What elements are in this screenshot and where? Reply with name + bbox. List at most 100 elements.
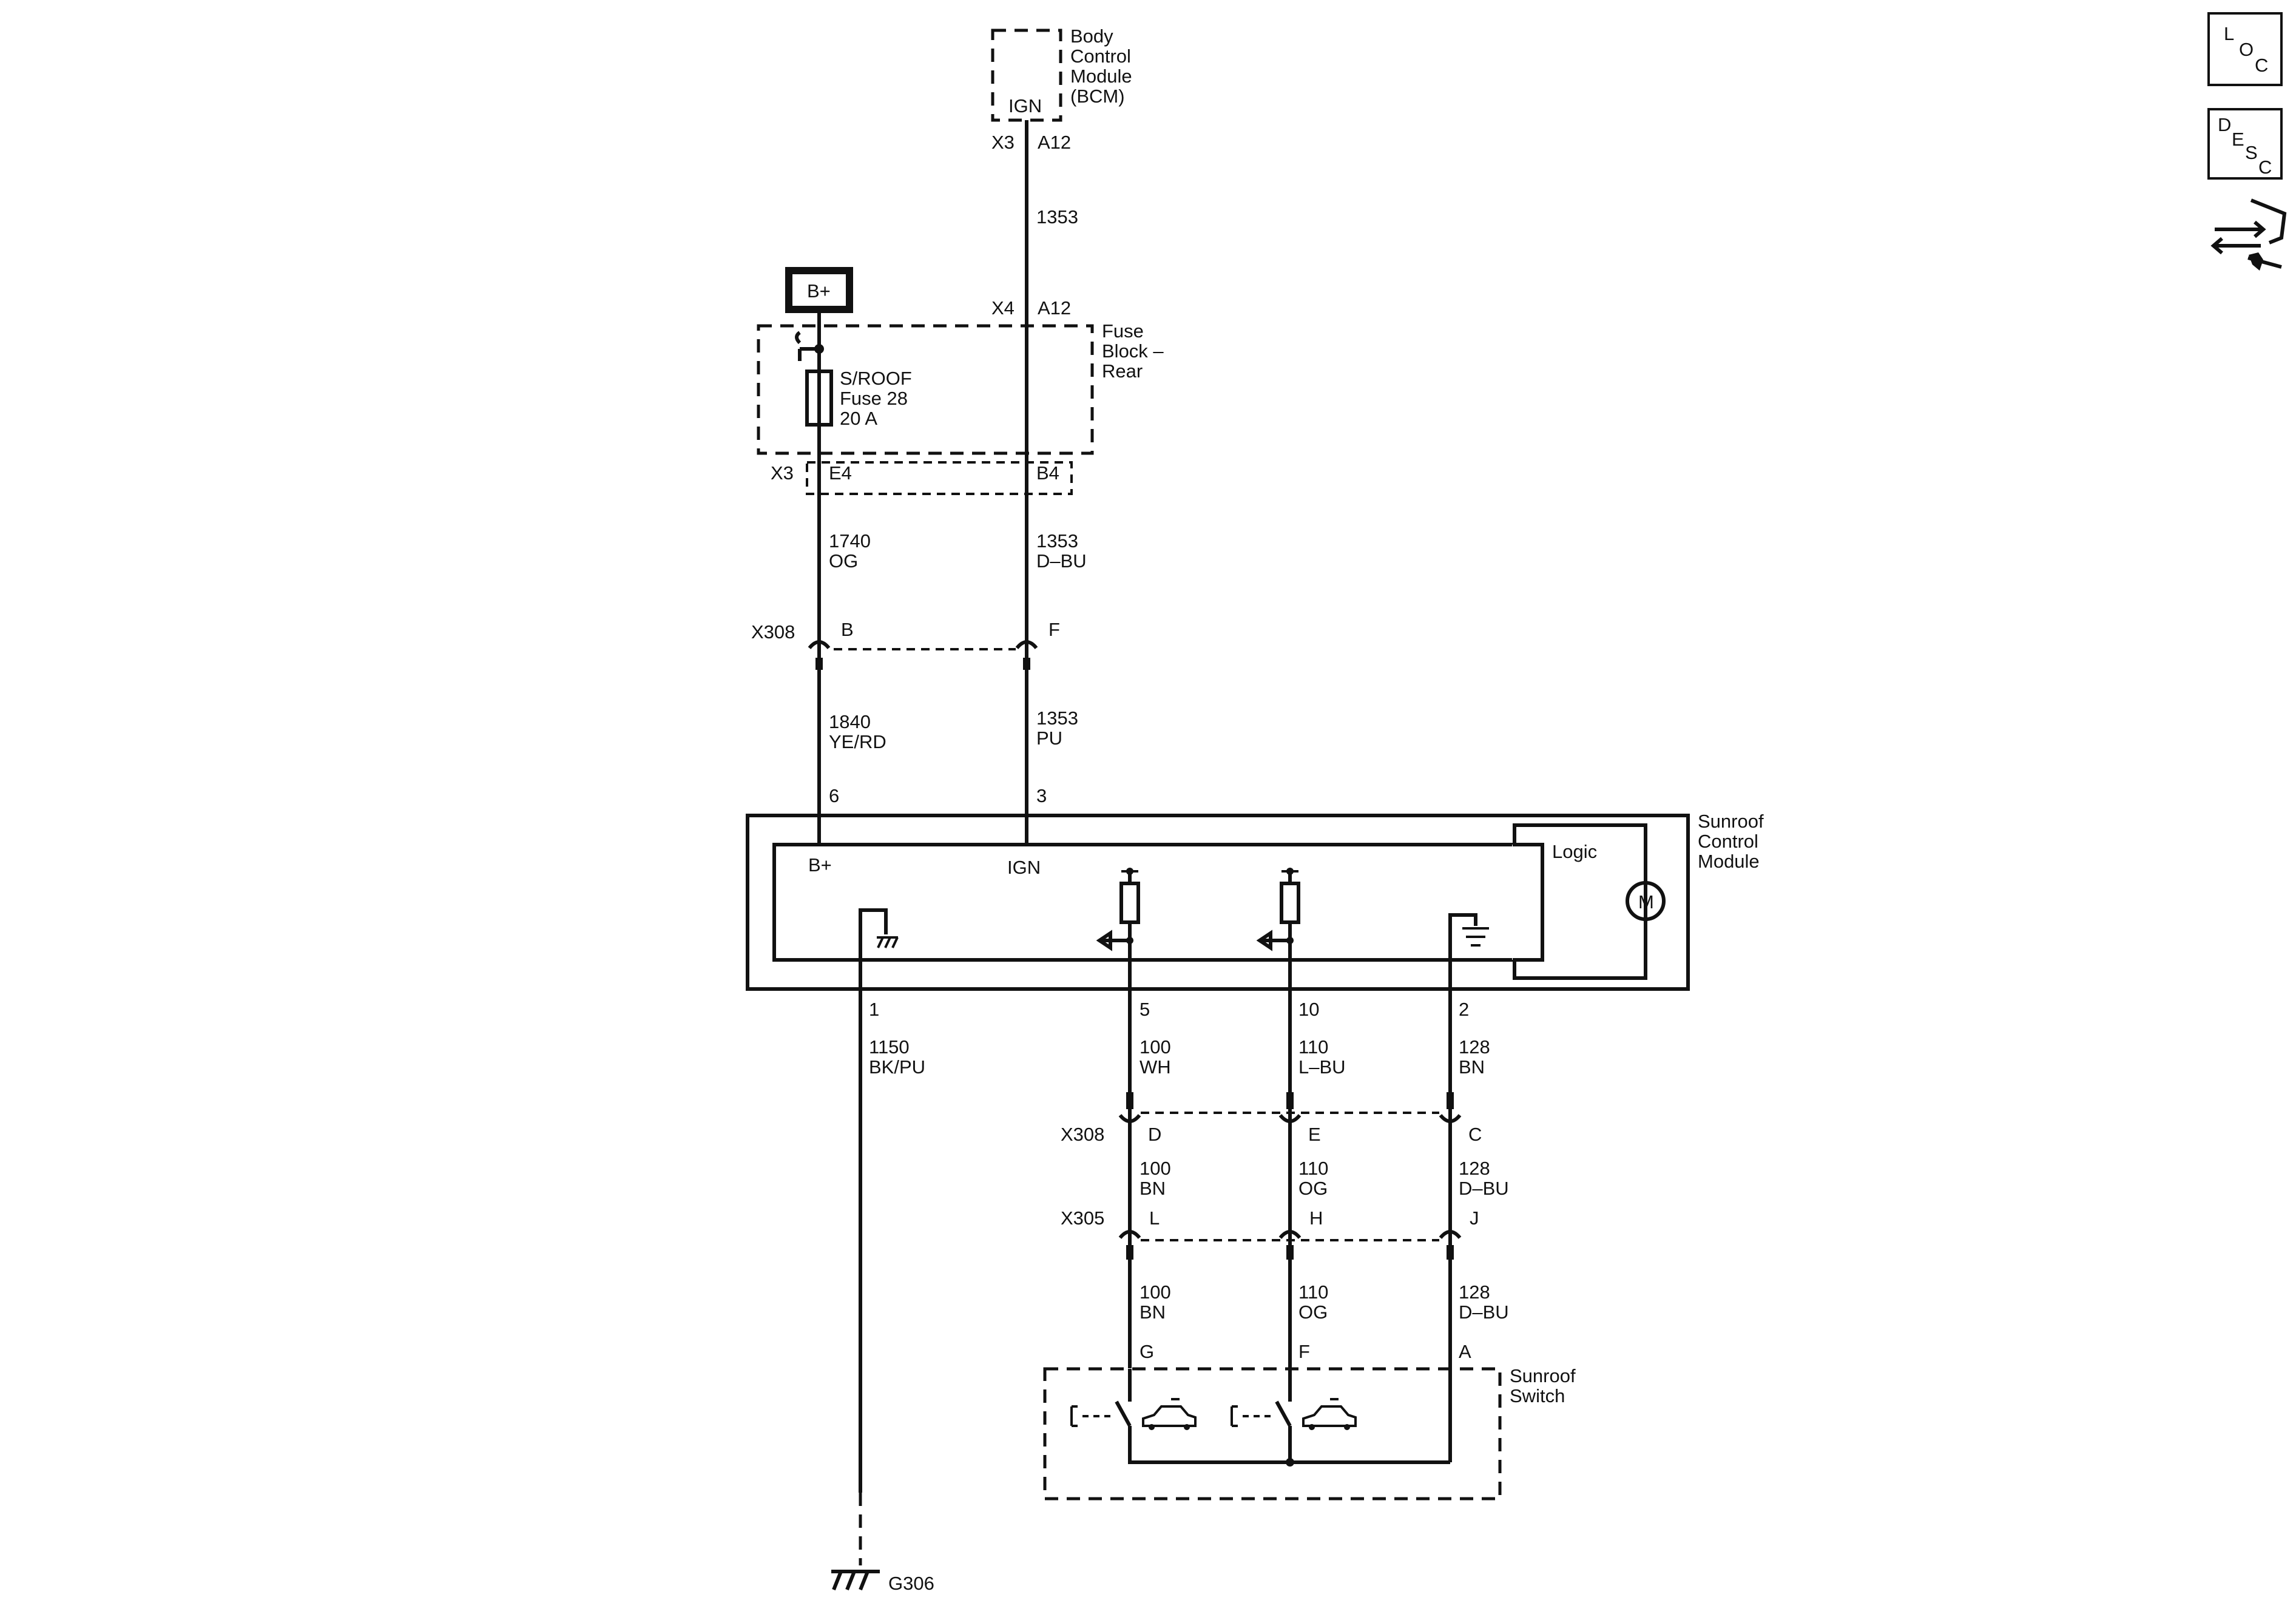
wire-1353-mid-color: D–BU (1036, 550, 1087, 572)
module-name-line-1: Sunroof (1698, 811, 1764, 832)
fuse-block-name-line-3: Rear (1102, 360, 1143, 382)
fuse-block-rear: S/ROOF Fuse 28 20 A Fuse Block – Rear X4… (757, 297, 1164, 495)
connector-repair-icon[interactable] (2210, 198, 2287, 271)
wire-100-mid-circuit: 100 (1140, 1158, 1171, 1179)
switch-name-line-2: Switch (1510, 1385, 1565, 1406)
wire-110-module-circuit: 110 (1298, 1036, 1328, 1058)
sunroof-open-car-icon (1142, 1398, 1197, 1430)
b-plus-label: B+ (807, 280, 831, 302)
fuse-label-line-2: Fuse 28 (840, 388, 908, 409)
sunroof-control-module: 6 3 Sunroof Control Module B+ IGN Logic … (746, 785, 1764, 1129)
x308-pin-f: F (1048, 619, 1060, 640)
module-name-line-2: Control (1698, 831, 1758, 852)
module-name-line-3: Module (1698, 851, 1760, 872)
fuse-block-top-connector: X4 (991, 297, 1015, 319)
fuse-block-name-line-1: Fuse (1102, 320, 1144, 342)
splice-dot (814, 344, 824, 354)
connector-x308-upper: X308 B F (751, 619, 1060, 670)
x308-lower-pin-e: E (1308, 1124, 1321, 1145)
wire-1150-color: BK/PU (869, 1056, 925, 1078)
sunroof-switch: G F A Sunroof Switch (1043, 1341, 1576, 1501)
bcm-ign-label: IGN (1008, 95, 1042, 116)
wire-128-mid-color: D–BU (1459, 1178, 1509, 1199)
connector-x308-lower: X308 D E C (1061, 1092, 1482, 1145)
bcm-connector-label: X3 (991, 132, 1015, 153)
bcm-name-line-3: Module (1070, 66, 1132, 87)
fuse-block-bottom-connector: X3 (771, 462, 794, 484)
wire-1353-lower-circuit: 1353 (1036, 707, 1078, 729)
switch-pin-f: F (1298, 1341, 1310, 1362)
module-pin-10: 10 (1298, 999, 1319, 1020)
wire-1740-color: OG (829, 550, 858, 572)
loc-icon-letter-3: C (2255, 55, 2268, 76)
module-pin-1: 1 (869, 999, 879, 1020)
module-pin-2: 2 (1459, 999, 1469, 1020)
bcm-pin-label: A12 (1038, 132, 1071, 153)
desc-icon-letter-1: D (2218, 114, 2231, 135)
wire-1740-circuit: 1740 (829, 530, 871, 552)
x305-pin-l: L (1149, 1207, 1160, 1229)
fuse-block-top-pin: A12 (1038, 297, 1071, 319)
wire-128-module-circuit: 128 (1459, 1036, 1490, 1058)
x308-lower-pin-c: C (1468, 1124, 1482, 1145)
module-pin-5: 5 (1140, 999, 1150, 1020)
module-ign-label: IGN (1007, 857, 1041, 878)
module-pin-3: 3 (1036, 785, 1047, 806)
loc-icon-letter-1: L (2224, 23, 2234, 44)
wire-128-module-color: BN (1459, 1056, 1485, 1078)
motor-icon (1626, 881, 1666, 921)
fuse-block-name-line-2: Block – (1102, 340, 1164, 362)
x308-lower-pin-d: D (1148, 1124, 1161, 1145)
wire-110-module-color: L–BU (1298, 1056, 1346, 1078)
wire-128-mid-circuit: 128 (1459, 1158, 1490, 1179)
wire-110-mid-color: OG (1298, 1178, 1328, 1199)
wire-1150-circuit: 1150 (869, 1036, 910, 1058)
fuse-label-line-3: 20 A (840, 408, 877, 429)
wire-100-mid-color: BN (1140, 1178, 1166, 1199)
module-pin-6: 6 (829, 785, 839, 806)
fuse-block-pin-b4: B4 (1036, 462, 1059, 484)
x305-pin-j: J (1470, 1207, 1479, 1229)
wire-128-switch-color: D–BU (1459, 1301, 1509, 1323)
bcm-name-line-1: Body (1070, 25, 1113, 47)
switch-name-line-1: Sunroof (1510, 1365, 1576, 1386)
wire-1353-mid-circuit: 1353 (1036, 530, 1078, 552)
switch-pin-a: A (1459, 1341, 1471, 1362)
bcm-name-line-4: (BCM) (1070, 86, 1125, 107)
switch-pin-g: G (1140, 1341, 1154, 1362)
connector-x305: X305 L H J (1061, 1207, 1479, 1260)
wire-1840-circuit: 1840 (829, 711, 871, 732)
x308-pin-b: B (841, 619, 854, 640)
wire-110-mid-circuit: 110 (1298, 1158, 1328, 1179)
wire-1353-upper-circuit: 1353 (1036, 206, 1078, 228)
wire-100-module-circuit: 100 (1140, 1036, 1171, 1058)
loc-button[interactable]: L O C (2207, 12, 2283, 86)
motor-label: M (1638, 891, 1654, 913)
logic-label: Logic (1552, 841, 1597, 862)
desc-icon-letter-3: S (2245, 142, 2258, 163)
desc-icon-letter-4: C (2258, 157, 2272, 178)
b-plus-source: B+ (785, 267, 853, 313)
sunroof-close-car-icon (1302, 1398, 1357, 1430)
loc-icon-letter-2: O (2239, 39, 2254, 60)
fuse-label-line-1: S/ROOF (840, 368, 912, 389)
ground-label: G306 (888, 1573, 934, 1594)
wire-110-switch-circuit: 110 (1298, 1281, 1328, 1303)
desc-button[interactable]: D E S C (2207, 108, 2283, 180)
wire-110-switch-color: OG (1298, 1301, 1328, 1323)
wire-100-module-color: WH (1140, 1056, 1171, 1078)
wire-1353-lower-color: PU (1036, 727, 1062, 749)
fuse-block-pin-e4: E4 (829, 462, 852, 484)
x308-lower-label: X308 (1061, 1124, 1104, 1145)
bcm-name-line-2: Control (1070, 46, 1131, 67)
x305-label: X305 (1061, 1207, 1104, 1229)
desc-icon-letter-2: E (2232, 129, 2244, 150)
x308-upper-label: X308 (751, 621, 795, 643)
x305-pin-h: H (1309, 1207, 1323, 1229)
wire-128-switch-circuit: 128 (1459, 1281, 1490, 1303)
wire-1840-color: YE/RD (829, 731, 886, 752)
wire-100-switch-circuit: 100 (1140, 1281, 1171, 1303)
ground-g306-icon: G306 (831, 1570, 934, 1594)
module-b-plus-label: B+ (808, 854, 832, 876)
